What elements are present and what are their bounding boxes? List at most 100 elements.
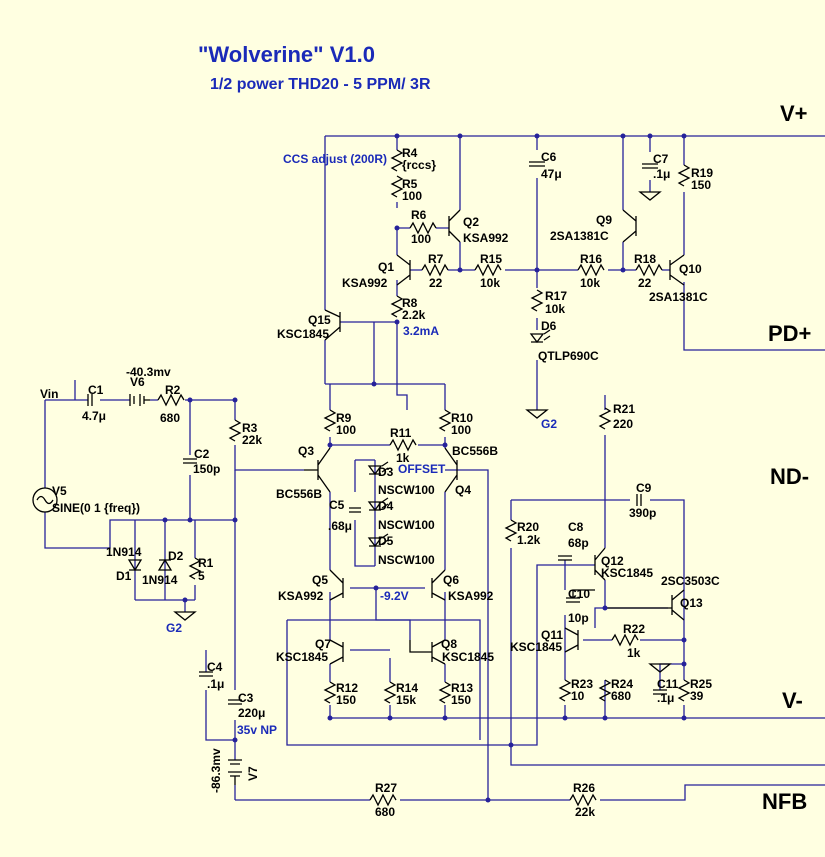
label-c2-name: C2: [194, 447, 210, 461]
label-c3-name: C3: [238, 691, 254, 705]
resistor-r2: [157, 393, 185, 407]
ground-c7: [638, 191, 662, 201]
label-d2-value: 1N914: [142, 573, 178, 587]
label-r20-value: 1.2k: [517, 533, 541, 547]
label-q10-value: 2SA1381C: [649, 290, 708, 304]
resistor-r21: [598, 407, 612, 430]
capacitor-c4: [199, 671, 213, 677]
label-c6-name: C6: [541, 150, 557, 164]
label-d5-value: NSCW100: [378, 553, 435, 567]
label-q7-name: Q7: [315, 637, 331, 651]
label-c8-name: C8: [568, 520, 584, 534]
label-r1-name: R1: [198, 556, 214, 570]
label-r22-value: 1k: [627, 646, 641, 660]
resistor-r26: [569, 793, 597, 807]
label-r27-value: 680: [375, 805, 395, 819]
label-r16-value: 10k: [580, 276, 600, 290]
label-r15-name: R15: [480, 252, 502, 266]
label-d2-name: D2: [168, 549, 184, 563]
capacitor-c2: [183, 458, 197, 464]
capacitor-c8: [558, 555, 572, 561]
label-r14-value: 15k: [396, 693, 416, 707]
sine-source-v5: [32, 487, 58, 513]
label-q4-name: Q4: [455, 483, 471, 497]
label-r7-value: 22: [429, 276, 443, 290]
transistor-q2: [448, 209, 461, 243]
label-q5-value: KSA992: [278, 589, 324, 603]
label-q1-name: Q1: [378, 260, 394, 274]
resistor-r22: [611, 633, 639, 647]
net-label-g2-right: G2: [541, 417, 557, 431]
label-r6-name: R6: [411, 208, 427, 222]
label-v6-name: V6: [130, 375, 145, 389]
label-q3-name: Q3: [298, 444, 314, 458]
label-r14-name: R14: [396, 681, 418, 695]
note-35v-np: 35v NP: [237, 723, 277, 737]
resistor-r7: [421, 263, 449, 277]
label-q9-value: 2SA1381C: [550, 229, 609, 243]
label-r17-value: 10k: [545, 302, 565, 316]
ground-d6: [525, 409, 549, 419]
label-c8-value: 68p: [568, 536, 589, 550]
label-r2-name: R2: [165, 383, 181, 397]
label-q15-name: Q15: [308, 313, 331, 327]
label-c11-name: C11: [657, 677, 679, 691]
label-q11-value: KSC1845: [510, 640, 562, 654]
capacitor-c5: [349, 507, 361, 513]
label-v5-value: SINE(0 1 {freq}): [52, 501, 140, 515]
label-r9-value: 100: [336, 423, 356, 437]
net-label-vin: Vin: [40, 387, 58, 401]
ground-c11: [648, 663, 672, 673]
label-r22-name: R22: [623, 622, 645, 636]
label-d4-name: D4: [378, 499, 394, 513]
label-c6-value: 47μ: [541, 167, 562, 181]
transistor-q9: [622, 209, 637, 243]
note-voltage-863mv: -86.3mv: [209, 748, 223, 793]
rail-label-vminus: V-: [782, 688, 803, 713]
resistor-r3: [228, 419, 242, 442]
resistor-r8: [390, 295, 404, 318]
label-c9-value: 390p: [629, 506, 656, 520]
label-r5-name: R5: [402, 177, 418, 191]
transistor-q4: [444, 447, 458, 493]
resistor-r15: [474, 263, 502, 277]
label-q6-value: KSA992: [448, 589, 494, 603]
label-r3-name: R3: [242, 421, 258, 435]
label-r11-value: 1k: [396, 451, 410, 465]
rail-label-pdplus: PD+: [768, 321, 811, 346]
label-c3-value: 220μ: [238, 706, 265, 720]
transistor-q10: [669, 254, 685, 286]
label-r4-value: {rccs}: [402, 158, 436, 172]
transistor-q12: [594, 547, 606, 581]
note-voltage-9v2: -9.2V: [380, 589, 409, 603]
label-q12-name: Q12: [601, 554, 624, 568]
junction-dots: [162, 133, 687, 803]
component-symbols: [32, 149, 691, 807]
label-q12-value: KSC1845: [601, 566, 653, 580]
label-r12-name: R12: [336, 681, 358, 695]
label-r6-value: 100: [411, 232, 431, 246]
label-r21-value: 220: [613, 417, 633, 431]
label-r8-value: 2.2k: [402, 308, 426, 322]
label-r17-name: R17: [545, 289, 567, 303]
label-c4-name: C4: [207, 660, 223, 674]
label-q5-name: Q5: [312, 573, 328, 587]
transistor-q7: [329, 639, 344, 665]
label-c5-value: .68μ: [328, 519, 352, 533]
label-q2-value: KSA992: [463, 231, 509, 245]
resistor-r9: [323, 409, 337, 432]
led-d5: [367, 533, 389, 548]
resistor-r24: [598, 679, 612, 702]
label-r25-name: R25: [690, 677, 712, 691]
label-r3-value: 22k: [242, 433, 262, 447]
net-label-g2-left: G2: [166, 621, 182, 635]
label-q11-name: Q11: [541, 628, 563, 642]
label-c10-name: C10: [568, 587, 590, 601]
resistor-r4: [390, 149, 404, 172]
note-voltage-403mv: -40.3mv: [126, 365, 171, 379]
transistor-q15: [324, 309, 341, 341]
label-r4-name: R4: [402, 146, 418, 160]
label-q3-value: BC556B: [276, 487, 322, 501]
label-r11-name: R11: [390, 426, 412, 440]
